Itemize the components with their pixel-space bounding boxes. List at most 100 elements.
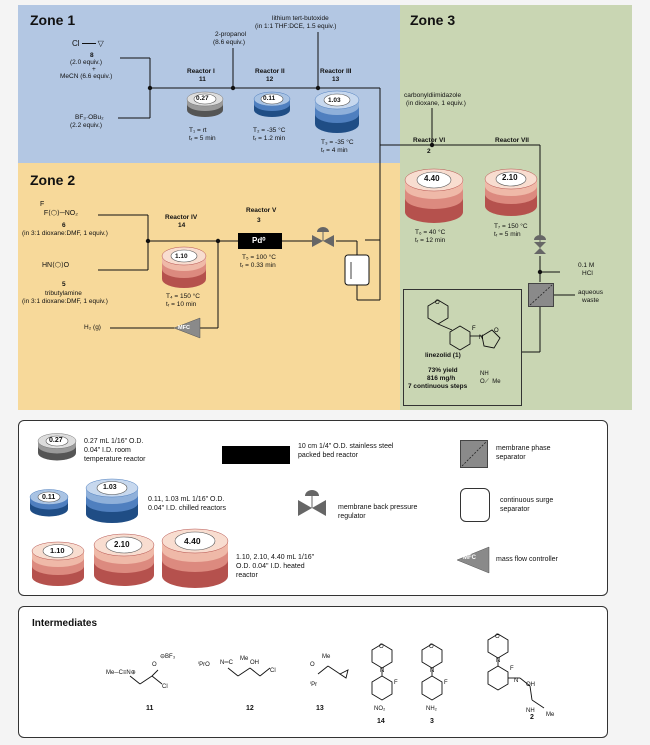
legend-mps-symbol — [460, 440, 488, 468]
svg-text:N═C: N═C — [220, 660, 234, 666]
reactor-3-time: tᵣ = 4 min — [321, 147, 348, 154]
hcl-label: HCl — [582, 270, 593, 277]
tributylamine-equiv: (in 3:1 dioxane:DMF, 1 equiv.) — [22, 298, 108, 305]
linezolid-structure: O F N O — [427, 299, 501, 351]
aqueous-waste-2: waste — [582, 297, 599, 304]
legend-rt-text-1: 0.27 mL 1/16" O.D. — [84, 438, 144, 445]
legend-pbr-text-2: packed bed reactor — [298, 452, 358, 459]
nitro-structure: F F⟨⬡⟩─NO₂ — [40, 201, 78, 217]
reactor-2-volume: 0.11 — [263, 95, 276, 102]
reactor-4-disc — [161, 246, 207, 288]
intermediate-label-13: 13 — [316, 705, 324, 712]
reactor-6-time: tᵣ = 12 min — [415, 237, 446, 244]
intermediate-label-12: 12 — [246, 705, 254, 712]
bf3-reagent: BF₃·OBu₂ — [75, 114, 104, 121]
legend-heat-text-2: O.D. 0.04" I.D. heated — [236, 563, 305, 570]
zone-3-title: Zone 3 — [410, 12, 456, 28]
reactor-3-number: 13 — [332, 76, 340, 83]
legend-rt-text-3: temperature reactor — [84, 456, 146, 463]
legend-bpr-symbol — [298, 490, 326, 516]
reactor-2-temp: T₂ = -35 °C — [253, 127, 286, 134]
reactor-2-name: Reactor II — [255, 68, 285, 75]
reactor-7-disc — [484, 168, 538, 216]
zone-2-title: Zone 2 — [30, 172, 76, 188]
hcl-concentration: 0.1 M — [578, 262, 595, 269]
intermediate-label-3: 3 — [430, 718, 434, 725]
svg-text:NH₂: NH₂ — [426, 706, 438, 712]
svg-text:⊖BF₃: ⊖BF₃ — [160, 654, 176, 660]
reactor-5-label: Pd⁰ — [252, 236, 266, 245]
reactor-7-temp: T₇ = 150 °C — [494, 223, 528, 230]
packed-bed-reactor — [238, 233, 282, 249]
compound-6-equiv: (in 3:1 dioxane:DMF, 1 equiv.) — [22, 230, 108, 237]
bpr-valve-2 — [534, 235, 546, 254]
mecn-reagent: MeCN (6.6 equiv.) — [60, 73, 113, 80]
reactor-3-name: Reactor III — [320, 68, 352, 75]
tributylamine-reagent: tributylamine — [45, 290, 82, 297]
tbuoli-equiv: (in 1:1 THF:DCE, 1.5 equiv.) — [255, 23, 337, 30]
reactor-6-disc — [404, 168, 464, 223]
zone-2 — [18, 163, 400, 410]
legend-mfc-text: mass flow controller — [496, 556, 558, 563]
legend-surge-symbol — [460, 488, 490, 522]
legend-surge-text-2: separator — [500, 506, 530, 513]
reactor-5-name: Reactor V — [246, 207, 277, 214]
product-name: linezolid (1) — [425, 352, 461, 359]
reactor-7-time: tᵣ = 5 min — [494, 231, 521, 238]
legend-rt-disc — [37, 433, 77, 461]
product-steps: 7 continuous steps — [408, 383, 468, 390]
svg-text:N: N — [514, 678, 518, 684]
svg-text:F: F — [444, 680, 448, 686]
cdi-equiv: (in dioxane, 1 equiv.) — [406, 100, 466, 107]
svg-text:N: N — [496, 658, 500, 664]
svg-text:NH: NH — [526, 708, 535, 714]
svg-text:Me─C≡N⊕: Me─C≡N⊕ — [106, 670, 136, 676]
reactor-1-temp: T₁ = rt — [189, 127, 207, 134]
svg-text:OH: OH — [250, 660, 259, 666]
reactor-1-name: Reactor I — [187, 68, 215, 75]
svg-text:O: O — [495, 634, 500, 640]
svg-text:Cl: Cl — [270, 668, 276, 674]
legend-heat-disc-3 — [161, 528, 229, 588]
legend-heat-text-3: reactor — [236, 572, 258, 579]
reactor-4-time: tᵣ = 10 min — [166, 301, 197, 308]
mfc-label: MFC — [178, 325, 190, 331]
compound-6-number: 6 — [62, 222, 66, 229]
bpr-valve-1 — [312, 227, 334, 247]
reactor-4-temp: T₄ = 150 °C — [166, 293, 200, 300]
hydrogen-gas: H₂ (g) — [84, 324, 101, 331]
reactor-6-name: Reactor VI — [413, 137, 446, 144]
svg-text:NO₂: NO₂ — [374, 706, 386, 712]
legend-chill-text-1: 0.11, 1.03 mL 1/16" O.D. — [148, 496, 225, 503]
svg-text:ⁱPr: ⁱPr — [310, 680, 317, 688]
legend-heat-volume-2: 2.10 — [114, 540, 130, 549]
legend-chill-text-2: 0.04" I.D. chilled reactors — [148, 505, 226, 512]
legend-heat-disc-2 — [93, 533, 155, 586]
legend-mps-text-2: separator — [496, 454, 526, 461]
legend-bpr-text-1: membrane back pressure — [338, 504, 418, 511]
zone-1-title: Zone 1 — [30, 12, 76, 28]
intermediate-label-2: 2 — [530, 714, 534, 721]
legend-pbr-symbol — [222, 446, 290, 464]
legend-heat-volume-3: 4.40 — [184, 536, 201, 546]
legend-heat-text-1: 1.10, 2.10, 4.40 mL 1/16" — [236, 554, 315, 561]
legend-mfc-label: MFC — [463, 555, 476, 561]
svg-text:O: O — [310, 662, 315, 668]
svg-text:F: F — [472, 326, 476, 332]
reactor-2-number: 12 — [266, 76, 274, 83]
reactor-2-time: tᵣ = 1.2 min — [253, 135, 286, 142]
reactor-4-volume: 1.10 — [175, 253, 188, 260]
reactor-1-disc — [186, 91, 224, 117]
reactor-6-volume: 4.40 — [424, 174, 440, 183]
legend-mps-text-1: membrane phase — [496, 445, 551, 452]
intermediates-panel — [18, 606, 608, 738]
reactor-3-volume: 1.03 — [328, 97, 341, 104]
svg-text:OH: OH — [526, 682, 535, 688]
svg-text:O: O — [494, 328, 499, 334]
product-box — [403, 289, 522, 406]
legend-heat-volume-1: 1.10 — [50, 546, 65, 555]
svg-text:N: N — [479, 335, 483, 341]
compound-5-number: 5 — [62, 281, 66, 288]
